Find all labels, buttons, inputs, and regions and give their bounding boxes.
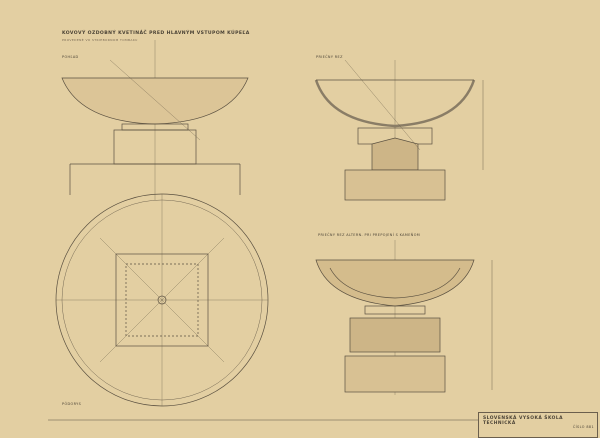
label-section-alt: PRIEČNY REZ ALTERN. PRI PREPOJENÍ S KAME… bbox=[318, 233, 421, 237]
drawing-subtitle: PROVEDENÉ VO STRIEBORNOM TOMBAKU bbox=[62, 38, 138, 42]
label-elevation: POHĽAD bbox=[62, 55, 79, 59]
title-block: SLOVENSKÁ VYSOKÁ ŠKOLA TECHNICKÁ ČÍSLO 8… bbox=[478, 412, 598, 438]
label-plan: PÔDORYS bbox=[62, 402, 82, 406]
drawing-title: KOVOVÝ OZDOBNÝ KVETINÁČ PRED HLAVNÝM VST… bbox=[62, 31, 250, 36]
sheet-number: ČÍSLO 881 bbox=[572, 425, 594, 429]
section-view bbox=[314, 59, 484, 201]
elevation-view bbox=[61, 40, 249, 200]
school-name: SLOVENSKÁ VYSOKÁ ŠKOLA TECHNICKÁ bbox=[483, 416, 564, 426]
section-alt-view bbox=[315, 240, 493, 395]
label-section: PRIEČNY REZ bbox=[316, 55, 343, 59]
plan-view bbox=[55, 193, 269, 407]
